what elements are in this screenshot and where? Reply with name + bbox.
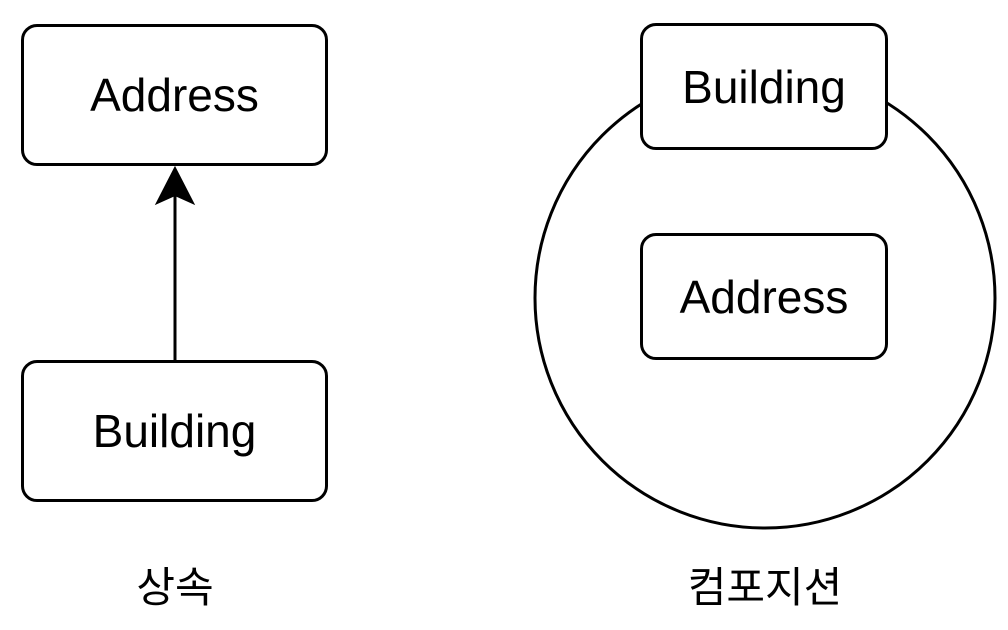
- inheritance-child-box: Building: [21, 360, 328, 502]
- inheritance-caption: 상속: [136, 563, 214, 612]
- inheritance-child-label: Building: [92, 405, 257, 457]
- composition-inner-box: Address: [640, 233, 888, 360]
- composition-caption: 컴포지션: [687, 563, 843, 612]
- composition-outer-label: Building: [682, 60, 846, 113]
- composition-outer-box: Building: [640, 23, 888, 150]
- composition-inner-label: Address: [679, 270, 849, 323]
- inheritance-parent-label: Address: [90, 69, 259, 121]
- inheritance-arrow-head: [154, 165, 196, 206]
- inheritance-parent-box: Address: [21, 24, 328, 166]
